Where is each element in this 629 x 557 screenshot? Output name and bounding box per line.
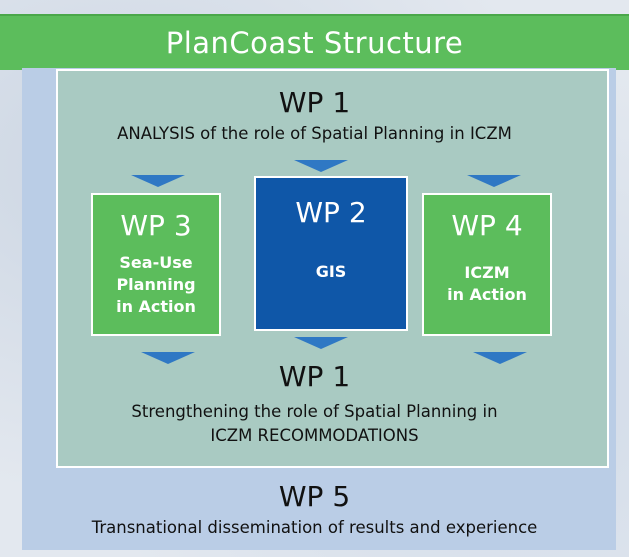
wp1-bottom-title: WP 1 [278, 360, 351, 393]
diagram-title: PlanCoast Structure [0, 14, 629, 70]
wp2-box: WP 2 GIS [254, 176, 408, 331]
wp3-title: WP 3 [120, 209, 192, 242]
wp4-title: WP 4 [451, 209, 523, 242]
wp3-label: Sea-Use Planning in Action [93, 252, 219, 318]
wp3-box: WP 3 Sea-Use Planning in Action [91, 193, 221, 336]
wp4-box: WP 4 ICZM in Action [422, 193, 552, 336]
wp3-line: Planning [116, 275, 196, 294]
wp1-bottom-line-2: ICZM RECOMMODATIONS [210, 426, 419, 445]
arrow-down-from-wp2 [294, 337, 348, 349]
title-text: PlanCoast Structure [165, 26, 464, 60]
arrow-down-to-wp4 [467, 175, 521, 187]
wp4-line: in Action [447, 285, 527, 304]
wp5-title: WP 5 [278, 480, 351, 513]
wp4-line: ICZM [464, 263, 510, 282]
arrow-down-from-wp4 [473, 352, 527, 364]
arrow-down-from-wp3 [141, 352, 195, 364]
wp1-top-text: ANALYSIS of the role of Spatial Planning… [117, 124, 512, 143]
wp4-label: ICZM in Action [424, 262, 550, 306]
wp1-bottom-line-1: Strengthening the role of Spatial Planni… [131, 402, 498, 421]
wp2-label: GIS [315, 262, 347, 281]
arrow-down-to-wp3 [131, 175, 185, 187]
wp5-text: Transnational dissemination of results a… [91, 518, 538, 537]
wp3-line: Sea-Use [119, 253, 193, 272]
arrow-down-to-wp2 [294, 160, 348, 172]
wp3-line: in Action [116, 297, 196, 316]
wp2-title: WP 2 [295, 196, 367, 229]
wp1-top-title: WP 1 [278, 86, 351, 119]
